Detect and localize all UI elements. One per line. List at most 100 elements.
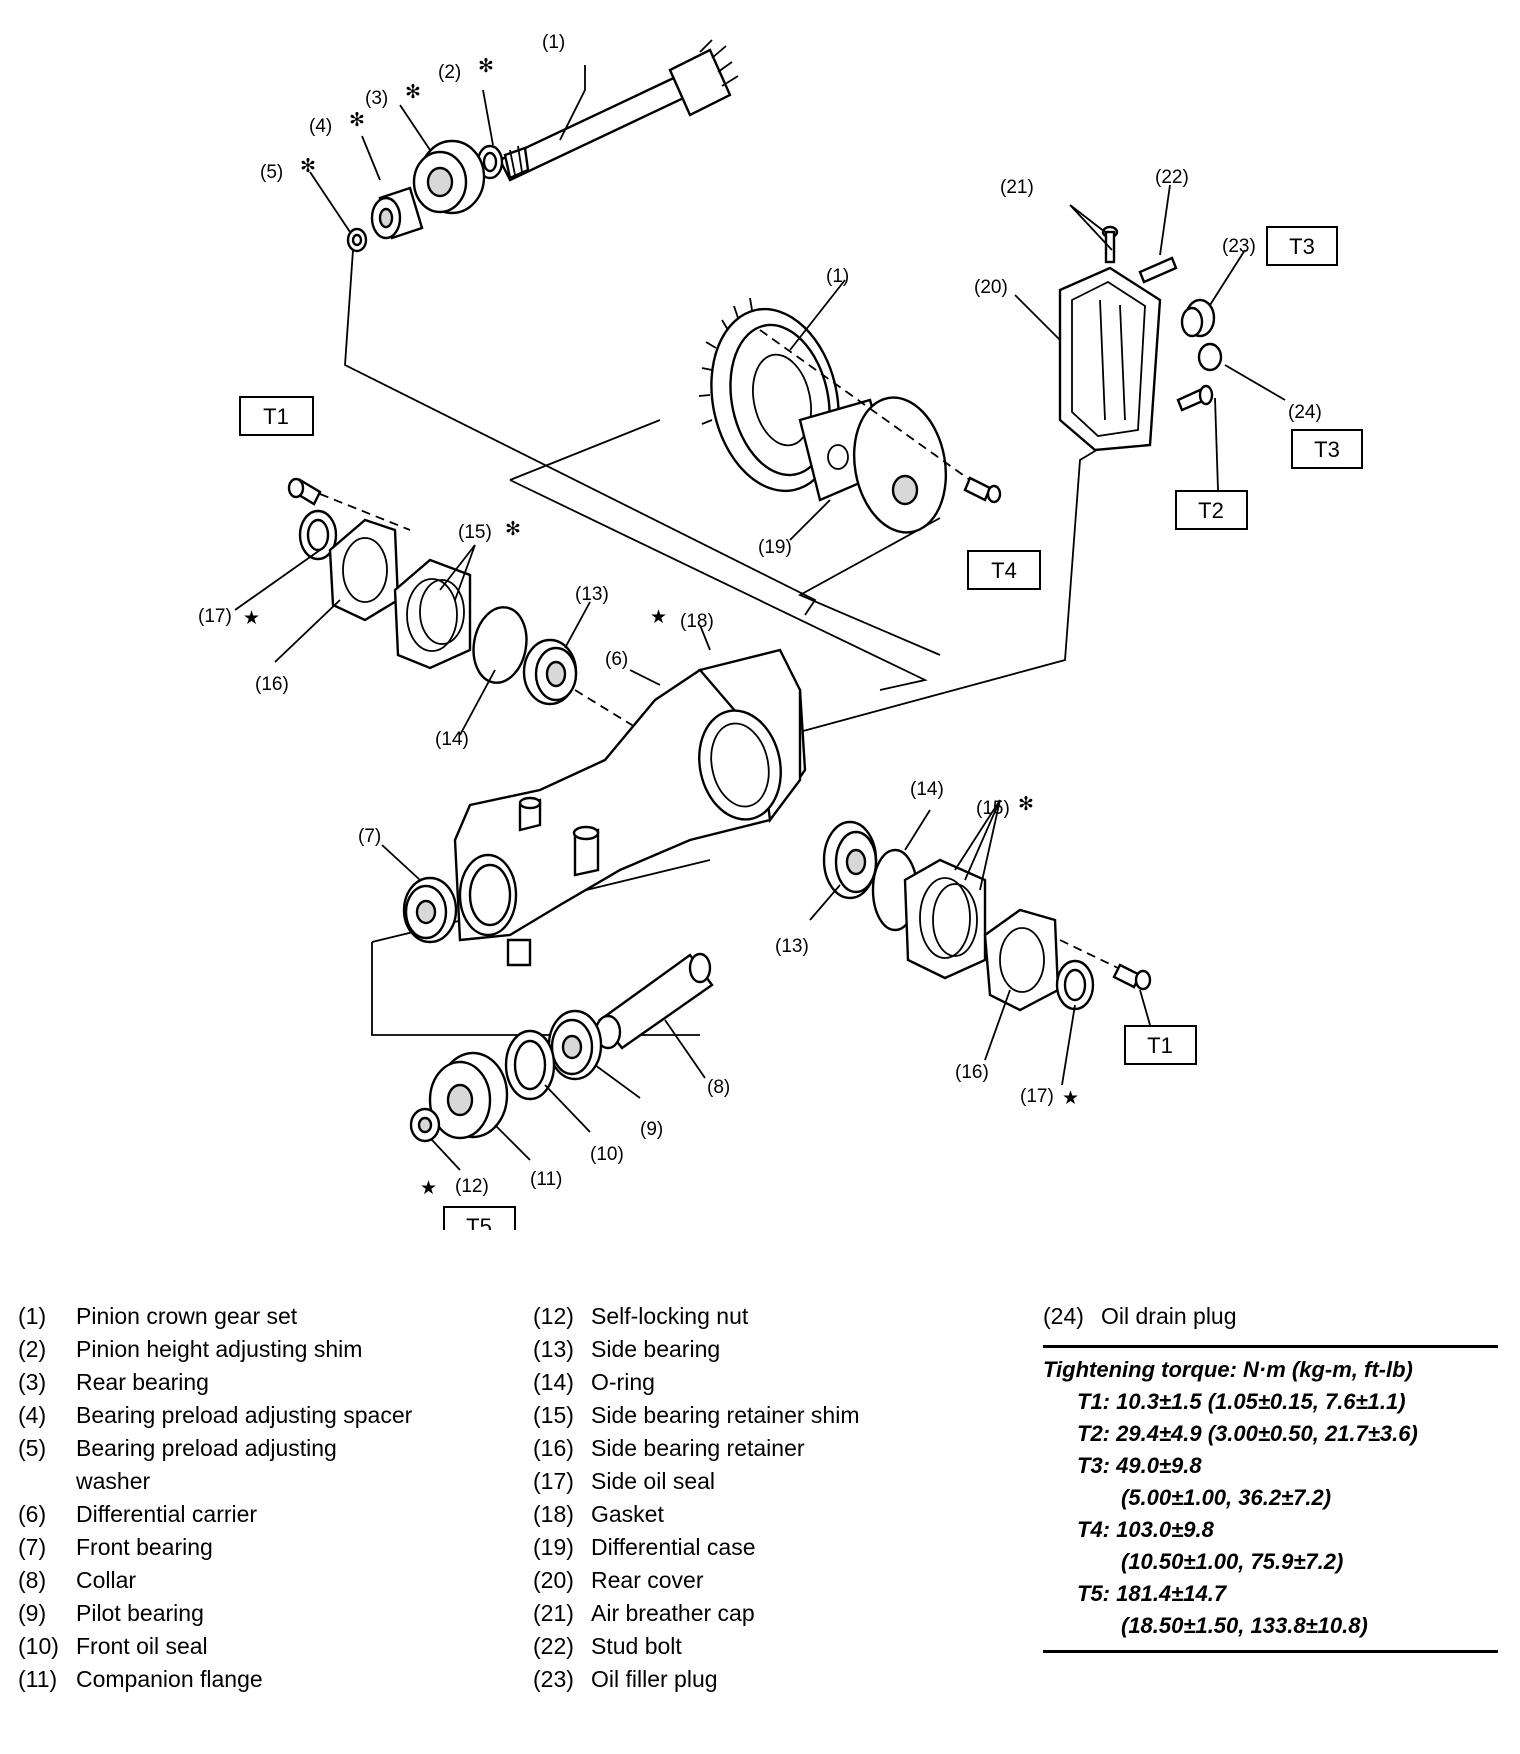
torque-t5: T5: 181.4±14.7 — [1077, 1581, 1227, 1606]
legend-num: (15) — [533, 1402, 574, 1428]
asterisk-15-left: ✻ — [505, 519, 521, 540]
legend-item: (17)Side oil seal — [533, 1465, 1033, 1498]
differential-case — [798, 396, 948, 534]
legend-num: (12) — [533, 1303, 574, 1329]
callout-1-gear: (1) — [826, 266, 849, 287]
legend-num: (16) — [533, 1435, 574, 1461]
legend-num: (11) — [18, 1666, 58, 1692]
legend-text: Pinion height adjusting shim — [76, 1336, 363, 1362]
legend-item: (18)Gasket — [533, 1498, 1033, 1531]
side-bearing-retainer-right — [983, 908, 1060, 1012]
callout-16-right: (16) — [955, 1062, 989, 1083]
callout-24: (24) — [1288, 402, 1322, 423]
legend-item: (2)Pinion height adjusting shim — [18, 1333, 518, 1366]
side-bearing-right — [822, 820, 878, 900]
callout-13-right: (13) — [775, 936, 809, 957]
torque-t3: T3: 49.0±9.8 — [1077, 1453, 1202, 1478]
legend-text: Bearing preload adjusting spacer — [76, 1402, 413, 1428]
torque-specification: (24)Oil drain plug Tightening torque: N·… — [1043, 1300, 1498, 1653]
legend-text: Side oil seal — [591, 1468, 716, 1494]
legend-num: (4) — [18, 1402, 47, 1428]
legend-text: Rear cover — [591, 1567, 704, 1593]
air-breather — [1101, 225, 1119, 264]
callout-1-top: (1) — [542, 32, 565, 53]
legend-text: Side bearing retainer — [591, 1435, 805, 1461]
legend-text: Differential case — [591, 1534, 756, 1560]
t1-bolt-left — [287, 477, 322, 506]
callout-22: (22) — [1155, 167, 1189, 188]
legend-item: (5)Bearing preload adjusting — [18, 1432, 518, 1465]
torque-t4-detail: (10.50±1.00, 75.9±7.2) — [1121, 1549, 1344, 1574]
side-oil-seal-left — [298, 509, 338, 561]
callout-17-right: (17) — [1020, 1086, 1054, 1107]
callout-14-right: (14) — [910, 779, 944, 800]
torque-table-title: Tightening torque: N·m (kg-m, ft-lb) — [1043, 1357, 1413, 1382]
companion-flange — [428, 1051, 509, 1140]
exploded-view-diagram: (1) (2) ✻ (3) ✻ (4) ✻ (5) ✻ (1) (19) (6)… — [198, 32, 1363, 1230]
legend-num: (13) — [533, 1336, 574, 1362]
legend-item: (11)Companion flange — [18, 1663, 518, 1696]
legend-item: (23)Oil filler plug — [533, 1663, 1033, 1696]
differential-carrier — [453, 648, 807, 967]
legend-item: (7)Front bearing — [18, 1531, 518, 1564]
callout-12: (12) — [455, 1176, 489, 1197]
legend-item: (10)Front oil seal — [18, 1630, 518, 1663]
legend-num: (21) — [533, 1600, 574, 1626]
legend-text: Air breather cap — [591, 1600, 755, 1626]
callout-13-left: (13) — [575, 584, 609, 605]
callout-19: (19) — [758, 537, 792, 558]
callout-3: (3) — [365, 88, 388, 109]
callout-10: (10) — [590, 1144, 624, 1165]
callout-labels: (1) (2) ✻ (3) ✻ (4) ✻ (5) ✻ (1) (19) (6)… — [198, 32, 1322, 1199]
legend-text: Front bearing — [76, 1534, 213, 1560]
legend-num: (1) — [18, 1303, 47, 1329]
callout-21: (21) — [1000, 177, 1034, 198]
legend-item: (19)Differential case — [533, 1531, 1033, 1564]
legend-text: Front oil seal — [76, 1633, 208, 1659]
legend-text: Gasket — [591, 1501, 664, 1527]
legend-num: (6) — [18, 1501, 47, 1527]
callout-15-right: (15) — [976, 798, 1010, 819]
t4-bolt — [963, 476, 1002, 504]
legend-item: (21) Air breather cap — [533, 1597, 1033, 1630]
legend-column-1: (1)Pinion crown gear set (2)Pinion heigh… — [18, 1300, 518, 1696]
legend-text: Side bearing retainer shim — [591, 1402, 860, 1428]
torque-top-rule — [1043, 1345, 1498, 1348]
pinion-shaft — [498, 39, 739, 182]
callout-20: (20) — [974, 277, 1008, 298]
legend-num: (22) — [533, 1633, 574, 1659]
star-12: ★ — [420, 1178, 437, 1199]
torque-t1: T1: 10.3±1.5 (1.05±0.15, 7.6±1.1) — [1077, 1389, 1406, 1414]
retainer-shim-right — [903, 858, 987, 980]
asterisk-5: ✻ — [300, 156, 316, 177]
torque-t5-detail: (18.50±1.50, 133.8±10.8) — [1121, 1613, 1368, 1638]
callout-17-left: (17) — [198, 606, 232, 627]
side-oil-seal-right — [1055, 959, 1095, 1011]
legend-num: (9) — [18, 1600, 47, 1626]
legend-item: (14)O-ring — [533, 1366, 1033, 1399]
legend-num: (24) — [1043, 1303, 1084, 1329]
legend-text: Self-locking nut — [591, 1303, 749, 1329]
legend-num: (5) — [18, 1435, 47, 1461]
rear-bearing-3 — [412, 139, 486, 215]
asterisk-3: ✻ — [405, 82, 421, 103]
legend-text-continued: washer — [76, 1468, 151, 1494]
tag-t3-top: T3 — [1289, 234, 1315, 259]
legend-text: Collar — [76, 1567, 137, 1593]
legend-num: (8) — [18, 1567, 47, 1593]
torque-t3-detail: (5.00±1.00, 36.2±7.2) — [1121, 1485, 1332, 1510]
callout-11: (11) — [530, 1169, 562, 1190]
callout-4: (4) — [309, 116, 332, 137]
rear-cover — [1058, 266, 1162, 452]
star-17-left: ★ — [243, 608, 260, 629]
collar — [594, 952, 714, 1050]
spacer-4 — [370, 186, 424, 240]
legend-item: (24)Oil drain plug — [1043, 1300, 1498, 1333]
asterisk-15-right: ✻ — [1018, 794, 1034, 815]
washer-5 — [346, 227, 368, 253]
legend-column-2: (12)Self-locking nut (13)Side bearing (1… — [533, 1300, 1033, 1696]
legend-num: (23) — [533, 1666, 574, 1692]
star-18: ★ — [650, 607, 667, 628]
legend-text: Rear bearing — [76, 1369, 209, 1395]
callout-15-left: (15) — [458, 522, 492, 543]
